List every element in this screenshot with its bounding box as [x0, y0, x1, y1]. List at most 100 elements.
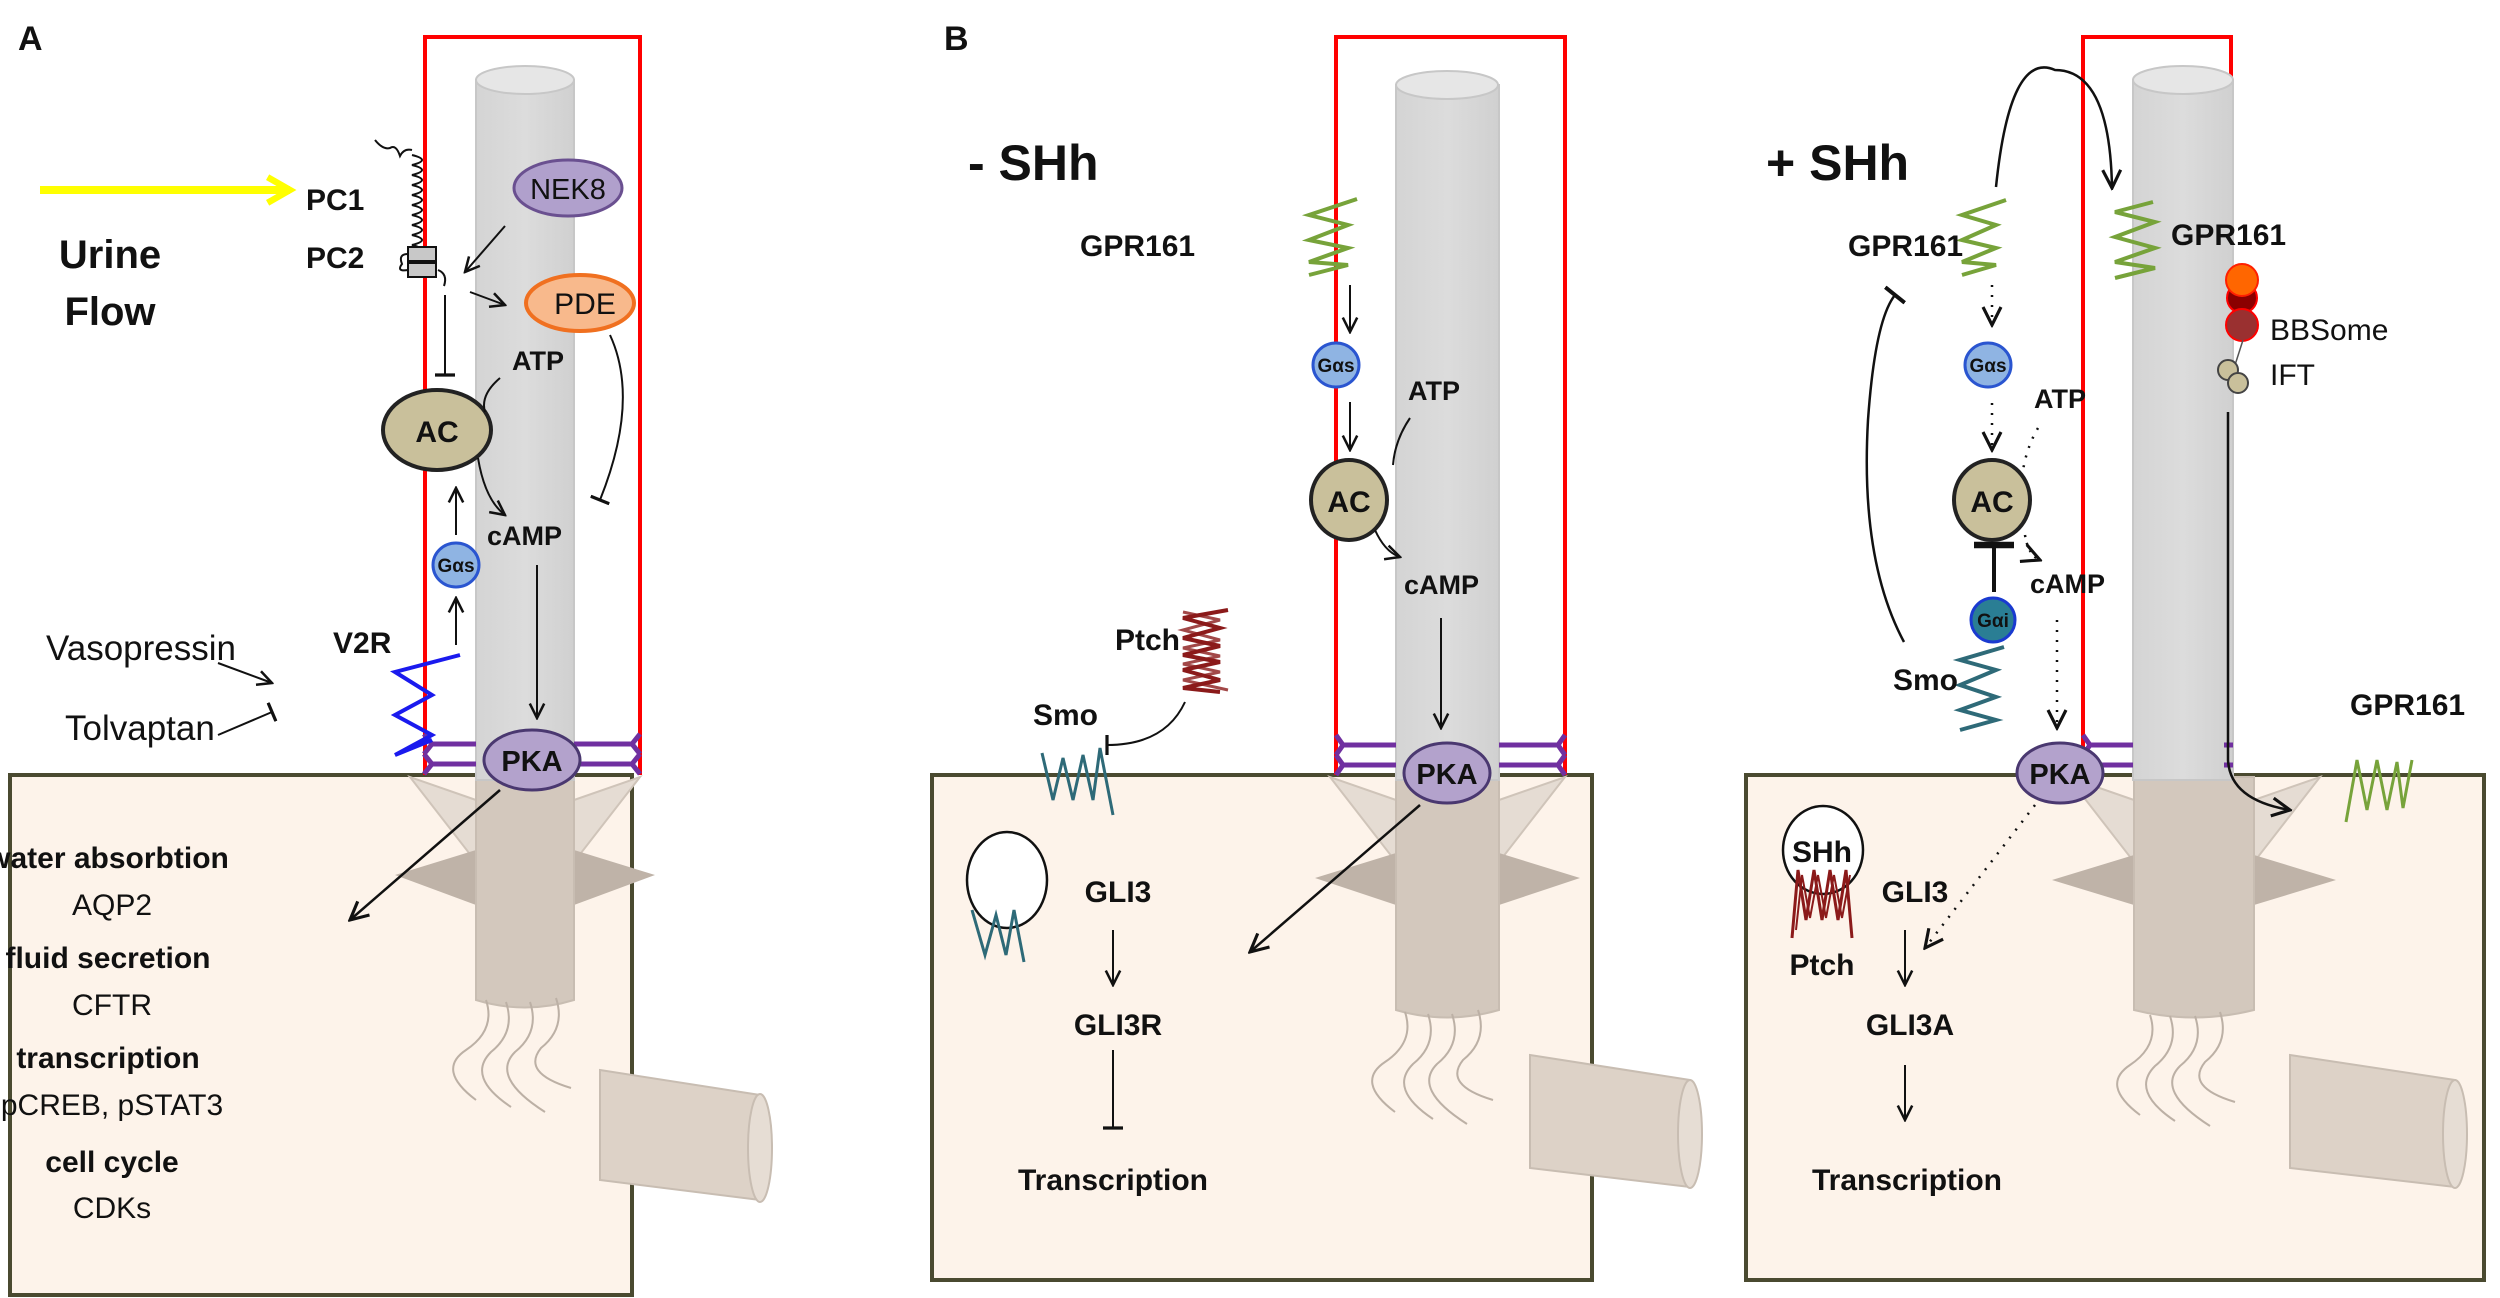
urine-flow-label-1: Urine — [59, 233, 161, 277]
panel-b-plus-shh: + SHh GPR161 GPR161 — [1744, 35, 2486, 1282]
gpr161-receptor-icon — [1301, 197, 1358, 277]
pc-to-pde-arrow — [469, 291, 505, 305]
gpr161-exit-label: GPR161 — [2350, 689, 2465, 722]
atp-connector — [483, 377, 501, 413]
ac-label: AC — [415, 416, 458, 449]
pka-label: PKA — [501, 746, 562, 778]
gli3-label: GLI3 — [1085, 876, 1152, 909]
transcription-label: Transcription — [1812, 1164, 2002, 1197]
transition-fibers — [1333, 733, 1568, 777]
gas-node: Gαs — [1311, 341, 1361, 389]
shh-label: SHh — [1792, 836, 1852, 869]
effect-title: cell cycle — [45, 1146, 178, 1179]
bbsome-ift-complex-icon — [2217, 263, 2259, 394]
pka-to-gli3-arrow — [1250, 804, 1421, 952]
pka-effects-list: water absorbtion AQP2 fluid secretion CF… — [0, 842, 229, 1225]
shh-vesicle — [1781, 804, 1865, 896]
atp-label: ATP — [2034, 384, 2086, 414]
ac-node: AC — [1309, 458, 1389, 542]
smo-receptor-icon — [1952, 645, 2005, 732]
pka-node: PKA — [1402, 741, 1492, 805]
panel-a-letter: A — [18, 20, 43, 58]
tolvaptan-inhibits — [217, 702, 278, 736]
pka-node: PKA — [2015, 741, 2105, 805]
gpr161-right-label: GPR161 — [2171, 219, 2286, 252]
ac-to-camp-dotted-arrow — [2025, 534, 2040, 560]
plus-shh-title: + SHh — [1766, 135, 1909, 191]
axoneme — [2132, 65, 2234, 781]
ac-label: AC — [1327, 486, 1370, 519]
nek8-node: NEK8 — [512, 158, 624, 218]
ptch-inhibits-smo — [1105, 701, 1186, 756]
smo-label: Smo — [1893, 664, 1958, 697]
gas-label: Gαs — [437, 556, 474, 577]
gpr161-left-receptor-icon — [1955, 198, 2007, 277]
ac-node: AC — [381, 388, 493, 472]
axoneme — [1395, 70, 1500, 781]
ift-label: IFT — [2270, 359, 2315, 392]
camp-label: cAMP — [487, 521, 562, 551]
gas-node: Gαs — [1963, 341, 2013, 389]
minus-shh-title: - SHh — [968, 135, 1099, 191]
gli3r-label: GLI3R — [1074, 1009, 1163, 1042]
pde-inhibits-camp — [590, 334, 624, 506]
effect-target: CDKs — [73, 1192, 151, 1225]
ac-label: AC — [1970, 486, 2013, 519]
ac-to-camp-arrow — [1374, 529, 1400, 557]
camp-label: cAMP — [1404, 570, 1479, 600]
v2r-label: V2R — [333, 627, 392, 660]
pde-label: PDE — [554, 288, 616, 321]
panel-a: A Urine Flow — [0, 20, 773, 1297]
gli3-label: GLI3 — [1882, 876, 1949, 909]
bbsome-label: BBSome — [2270, 314, 2388, 347]
ac-to-camp-arrow — [477, 457, 505, 515]
gas-label: Gαs — [1969, 356, 2006, 377]
effect-target: CFTR — [72, 989, 152, 1022]
atp-label: ATP — [512, 346, 564, 376]
pc1-label: PC1 — [306, 184, 364, 217]
cell-body — [1744, 773, 2486, 1282]
atp-label: ATP — [1408, 376, 1460, 406]
smo-label: Smo — [1033, 699, 1098, 732]
gai-node: Gαi — [1969, 596, 2017, 644]
pka-to-gli3-dotted-arrow — [1925, 804, 2036, 948]
pka-node: PKA — [482, 728, 582, 792]
gpr161-right-receptor-icon — [2108, 200, 2162, 280]
effect-title: transcription — [16, 1042, 199, 1075]
effect-title: water absorbtion — [0, 842, 229, 875]
v2r-receptor-icon — [389, 653, 461, 757]
transcription-label: Transcription — [1018, 1164, 1208, 1197]
gpr161-left-label: GPR161 — [1848, 230, 1963, 263]
effect-target: pCREB, pSTAT3 — [1, 1089, 223, 1122]
camp-label: cAMP — [2030, 569, 2105, 599]
gpr161-exit-receptor-icon — [2344, 759, 2414, 823]
pka-to-effects-arrow — [350, 789, 501, 920]
ac-node: AC — [1952, 458, 2032, 542]
gpr161-exit-arc-arrow — [1994, 66, 2112, 188]
pka-label: PKA — [1416, 759, 1477, 791]
vasopressin-label: Vasopressin — [46, 629, 236, 668]
smo-inhibits-gpr161 — [1865, 285, 1907, 643]
vasopressin-arrow — [217, 662, 272, 683]
urine-flow-label-2: Flow — [64, 290, 156, 334]
ptch-label: Ptch — [1789, 949, 1854, 982]
gpr161-label: GPR161 — [1080, 230, 1195, 263]
pde-node: PDE — [524, 273, 636, 333]
panel-b-letter: B — [944, 20, 969, 58]
atp-connector — [1392, 417, 1411, 466]
nek8-label: NEK8 — [530, 174, 606, 206]
gli3a-label: GLI3A — [1866, 1009, 1954, 1042]
pka-label: PKA — [2029, 759, 2090, 791]
vesicle — [965, 830, 1049, 930]
basal-body — [1315, 774, 1703, 1189]
nek8-to-pc2-arrow — [465, 225, 506, 272]
ptch-label: Ptch — [1115, 624, 1180, 657]
cilium-membrane — [1334, 35, 1567, 775]
effect-target: AQP2 — [72, 889, 152, 922]
gas-label: Gαs — [1317, 356, 1354, 377]
tolvaptan-label: Tolvaptan — [65, 709, 215, 748]
vesicle-smo-icon — [970, 909, 1026, 963]
basal-body — [395, 774, 773, 1203]
gpr161-exit-path-arrow — [2226, 412, 2290, 810]
